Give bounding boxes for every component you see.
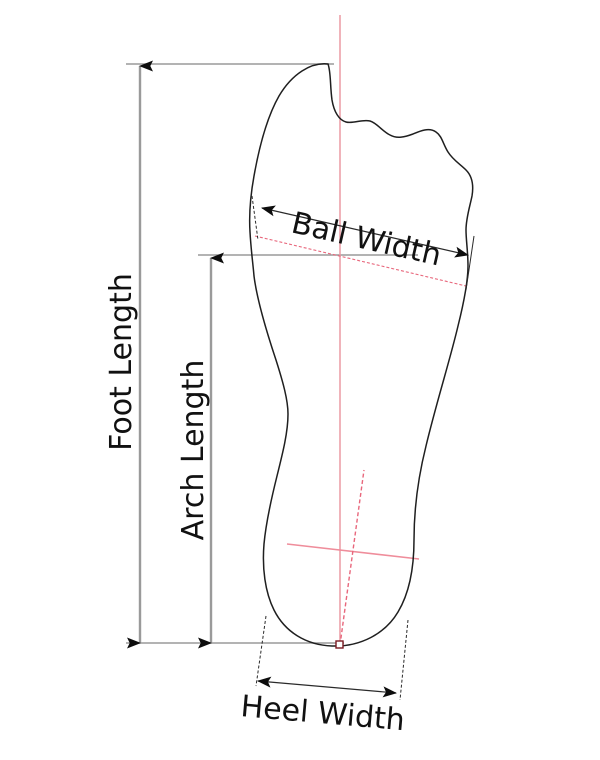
- heel-width-arrow-line: [257, 676, 397, 698]
- heel-width-label: Heel Width: [239, 689, 406, 738]
- arch-length-dimension: Arch Length: [176, 252, 224, 649]
- heel-origin-marker-icon: [335, 640, 344, 649]
- heel-width-witness-right: [399, 619, 409, 701]
- arch-length-label: Arch Length: [176, 360, 211, 541]
- foot-length-label: Foot Length: [104, 273, 139, 451]
- construction-lines: [254, 15, 467, 646]
- foot-sole-path: [248, 63, 474, 647]
- heel-axis-reference-line: [339, 469, 365, 646]
- foot-outline: [248, 63, 474, 647]
- extension-lines: [126, 63, 418, 644]
- ball-width-arrow-line: [261, 205, 469, 258]
- ball-width-witness-right: [465, 235, 475, 291]
- ball-width-witness-left: [251, 195, 259, 241]
- heel-width-dimension: Heel Width: [239, 615, 409, 738]
- ball-width-label: Ball Width: [288, 206, 444, 274]
- heel-width-witness-left: [255, 615, 267, 687]
- foot-length-dimension: Foot Length: [104, 60, 153, 649]
